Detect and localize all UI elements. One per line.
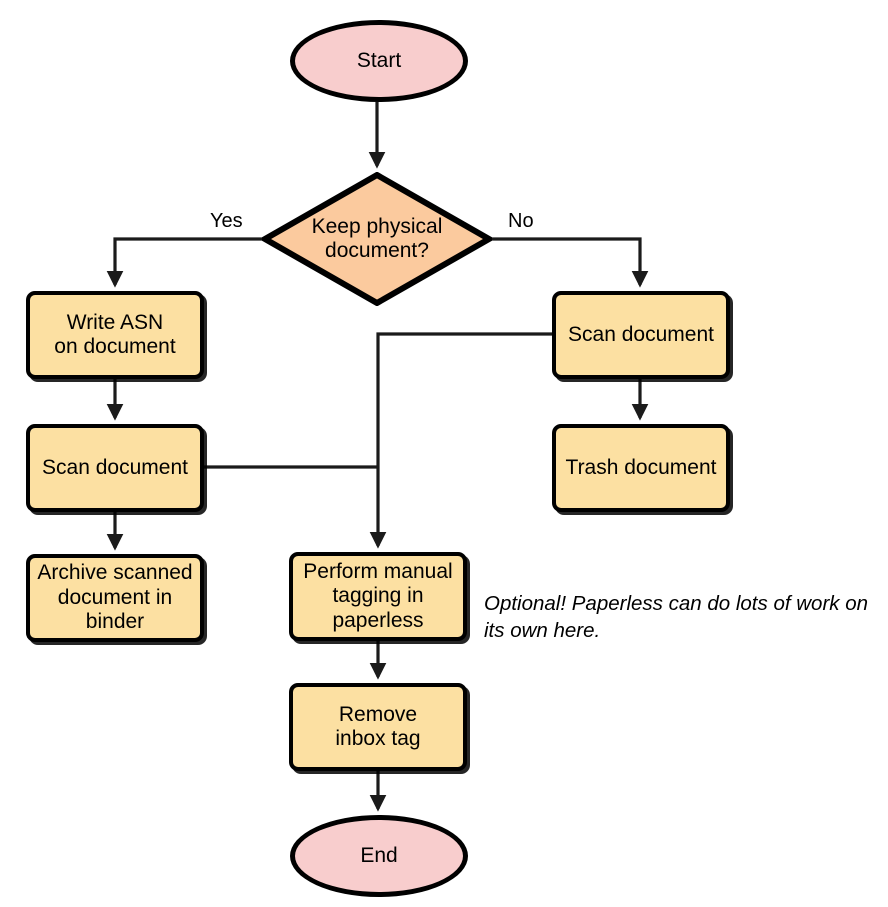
node-manual-tagging-label: Perform manual tagging in paperless [303, 559, 453, 632]
node-trash-document-label: Trash document [565, 455, 717, 479]
edge-decision-no-to-scan-right [492, 237, 649, 288]
node-write-asn-label: Write ASN on document [54, 310, 176, 358]
node-remove-inbox-tag-label: Remove inbox tag [335, 702, 421, 750]
node-start[interactable]: Start [290, 20, 468, 102]
node-keep-physical-document[interactable]: Keep physical document? [262, 172, 492, 306]
node-trash-document[interactable]: Trash document [552, 424, 730, 512]
node-end[interactable]: End [290, 815, 468, 897]
edge-label-yes: Yes [210, 210, 243, 232]
node-archive-in-binder-label: Archive scanned document in binder [37, 561, 193, 634]
node-start-label: Start [356, 48, 402, 72]
node-write-asn[interactable]: Write ASN on document [26, 291, 204, 379]
node-archive-in-binder[interactable]: Archive scanned document in binder [26, 554, 204, 642]
diamond-shape [262, 172, 492, 306]
edge-decision-yes-to-write-asn [106, 237, 262, 288]
node-remove-inbox-tag[interactable]: Remove inbox tag [289, 683, 467, 771]
node-scan-document-right[interactable]: Scan document [552, 291, 730, 379]
edge-label-no: No [508, 210, 534, 232]
edge-scan-right-to-manual-tagging [369, 332, 552, 549]
node-end-label: End [360, 843, 398, 867]
annotation-optional-note: Optional! Paperless can do lots of work … [484, 592, 869, 643]
node-scan-document-right-label: Scan document [568, 322, 714, 346]
node-keep-physical-document-label: Keep physical document? [311, 214, 443, 262]
node-scan-document-left[interactable]: Scan document [26, 424, 204, 512]
node-manual-tagging[interactable]: Perform manual tagging in paperless [289, 552, 467, 641]
node-scan-document-left-label: Scan document [42, 455, 188, 479]
